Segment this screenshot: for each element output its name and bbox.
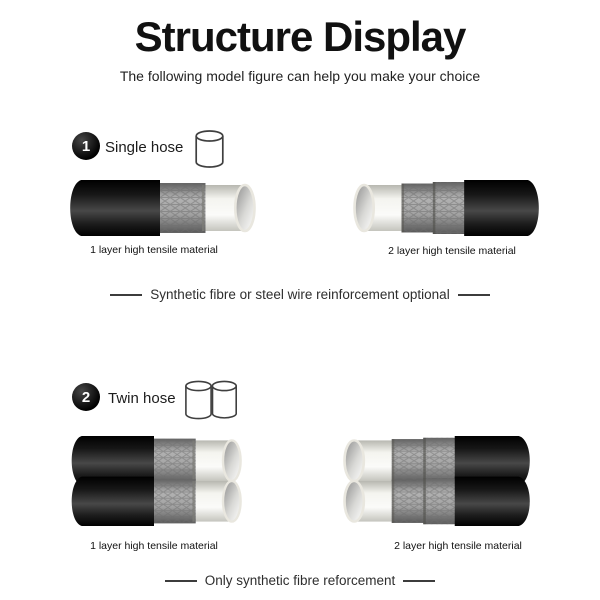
hose-label: 1 layer high tensile material xyxy=(90,244,218,256)
section-1-note: Synthetic fibre or steel wire reinforcem… xyxy=(0,287,600,302)
section-1-note-text: Synthetic fibre or steel wire reinforcem… xyxy=(150,287,450,302)
divider-line xyxy=(457,293,490,296)
section-2-number: 2 xyxy=(81,388,91,406)
page-title: Structure Display xyxy=(134,13,467,60)
section-2-number-badge: 2 xyxy=(72,383,100,411)
hose-label: 2 layer high tensile material xyxy=(394,540,522,552)
twin-hose-2-layer-image xyxy=(343,436,532,526)
section-1-number-badge: 1 xyxy=(72,132,100,160)
single-hose-2-layer-image xyxy=(353,180,541,236)
cylinder-icon xyxy=(195,130,224,168)
page-subtitle: The following model figure can help you … xyxy=(119,68,481,84)
section-2-note: Only synthetic fibre reforcement xyxy=(0,573,600,588)
double-cylinder-icon xyxy=(185,380,237,420)
hose-label: 1 layer high tensile material xyxy=(90,540,218,552)
divider-line xyxy=(164,579,197,582)
divider-line xyxy=(110,293,143,296)
divider-line xyxy=(403,579,436,582)
twin-hose-1-layer-image xyxy=(70,436,242,526)
section-2-note-text: Only synthetic fibre reforcement xyxy=(204,573,396,588)
single-hose-1-layer-image xyxy=(68,180,256,236)
section-2-name: Twin hose xyxy=(108,390,176,407)
hose-label: 2 layer high tensile material xyxy=(388,245,516,257)
section-1-name: Single hose xyxy=(105,139,184,156)
section-1-number: 1 xyxy=(81,137,91,155)
